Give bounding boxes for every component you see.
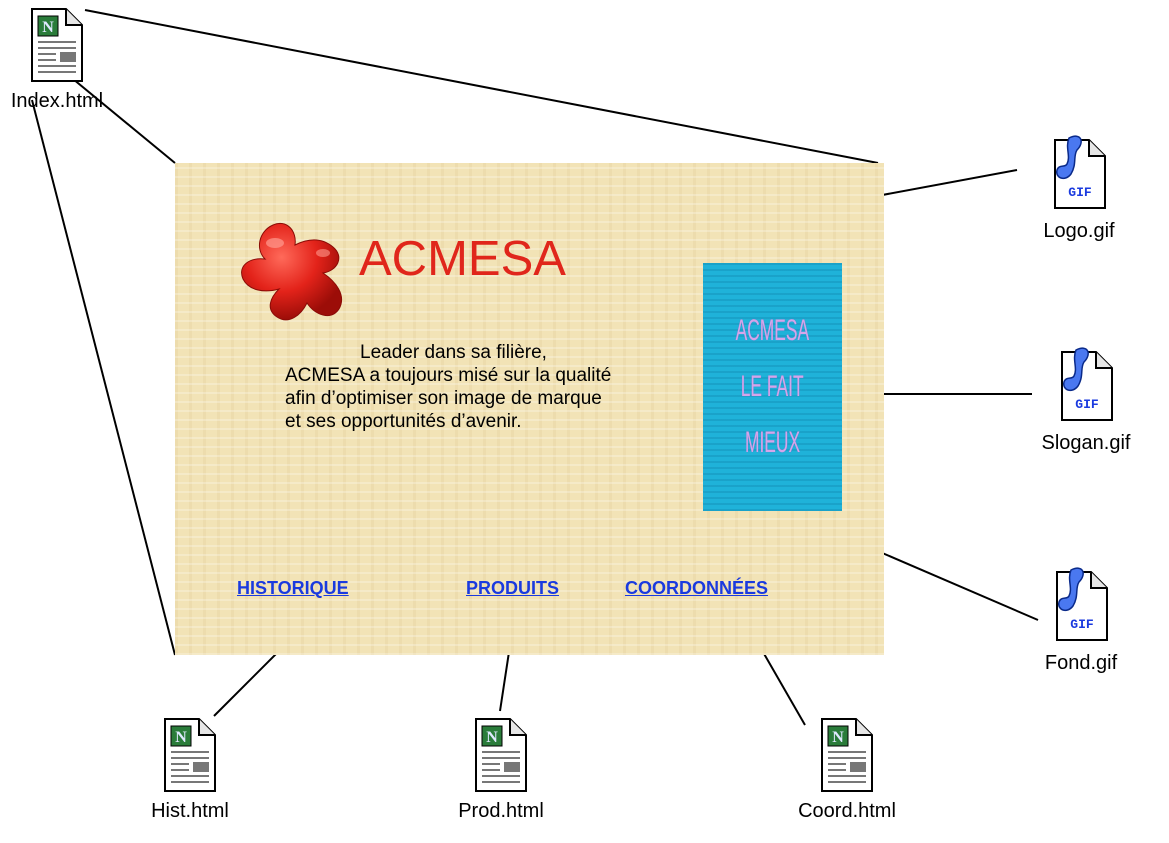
slogan-banner: ACMESA LE FAIT MIEUX <box>703 263 842 511</box>
connector-index-to-page-top-right <box>84 9 879 164</box>
slogan-line-1: ACMESA <box>735 314 810 347</box>
svg-text:GIF: GIF <box>1068 185 1092 200</box>
connector-index-to-page-bottom-left <box>31 99 176 656</box>
file-label-logo: Logo.gif <box>1043 220 1115 242</box>
file-label-index: Index.html <box>10 90 104 112</box>
file-index-html[interactable]: N Index.html <box>0 6 122 113</box>
slogan-line-3: MIEUX <box>744 426 801 459</box>
svg-text:N: N <box>42 19 54 36</box>
nav-link-produits[interactable]: PRODUITS <box>466 578 560 598</box>
html-document-icon: N <box>475 718 527 792</box>
file-prod-html[interactable]: N Prod.html <box>436 716 566 823</box>
file-hist-html[interactable]: N Hist.html <box>125 716 255 823</box>
file-label-prod: Prod.html <box>458 800 544 822</box>
gif-image-icon: GIF <box>1056 567 1108 641</box>
acmesa-logo-icon <box>241 223 343 321</box>
file-label-coord: Coord.html <box>798 800 896 822</box>
file-label-slogan: Slogan.gif <box>1041 432 1131 454</box>
html-document-icon: N <box>164 718 216 792</box>
html-document-icon: N <box>821 718 873 792</box>
svg-text:N: N <box>832 729 844 746</box>
svg-text:N: N <box>175 729 187 746</box>
file-fond-gif[interactable]: GIF Fond.gif <box>1016 566 1146 675</box>
svg-text:N: N <box>486 729 498 746</box>
website-page-preview: ACMESA Leader dans sa filière, ACMESA a … <box>175 163 884 655</box>
nav-link-coordonnees[interactable]: COORDONNÉES <box>625 578 769 598</box>
svg-text:GIF: GIF <box>1070 617 1094 632</box>
slogan-line-2: LE FAIT <box>741 370 804 403</box>
file-label-fond: Fond.gif <box>1044 652 1118 674</box>
gif-image-icon: GIF <box>1061 347 1113 421</box>
acmesa-logo-text: ACMESA <box>359 232 566 286</box>
file-slogan-gif[interactable]: GIF Slogan.gif <box>1021 346 1151 455</box>
svg-text:GIF: GIF <box>1075 397 1099 412</box>
file-label-hist: Hist.html <box>151 800 229 822</box>
connector-fond-file <box>865 545 1039 621</box>
nav-link-historique[interactable]: HISTORIQUE <box>237 578 349 598</box>
html-document-icon: N <box>31 8 83 82</box>
intro-paragraph: Leader dans sa filière, ACMESA a toujour… <box>285 342 612 432</box>
gif-image-icon: GIF <box>1054 135 1106 209</box>
file-logo-gif[interactable]: GIF Logo.gif <box>1014 134 1144 243</box>
file-coord-html[interactable]: N Coord.html <box>782 716 912 823</box>
